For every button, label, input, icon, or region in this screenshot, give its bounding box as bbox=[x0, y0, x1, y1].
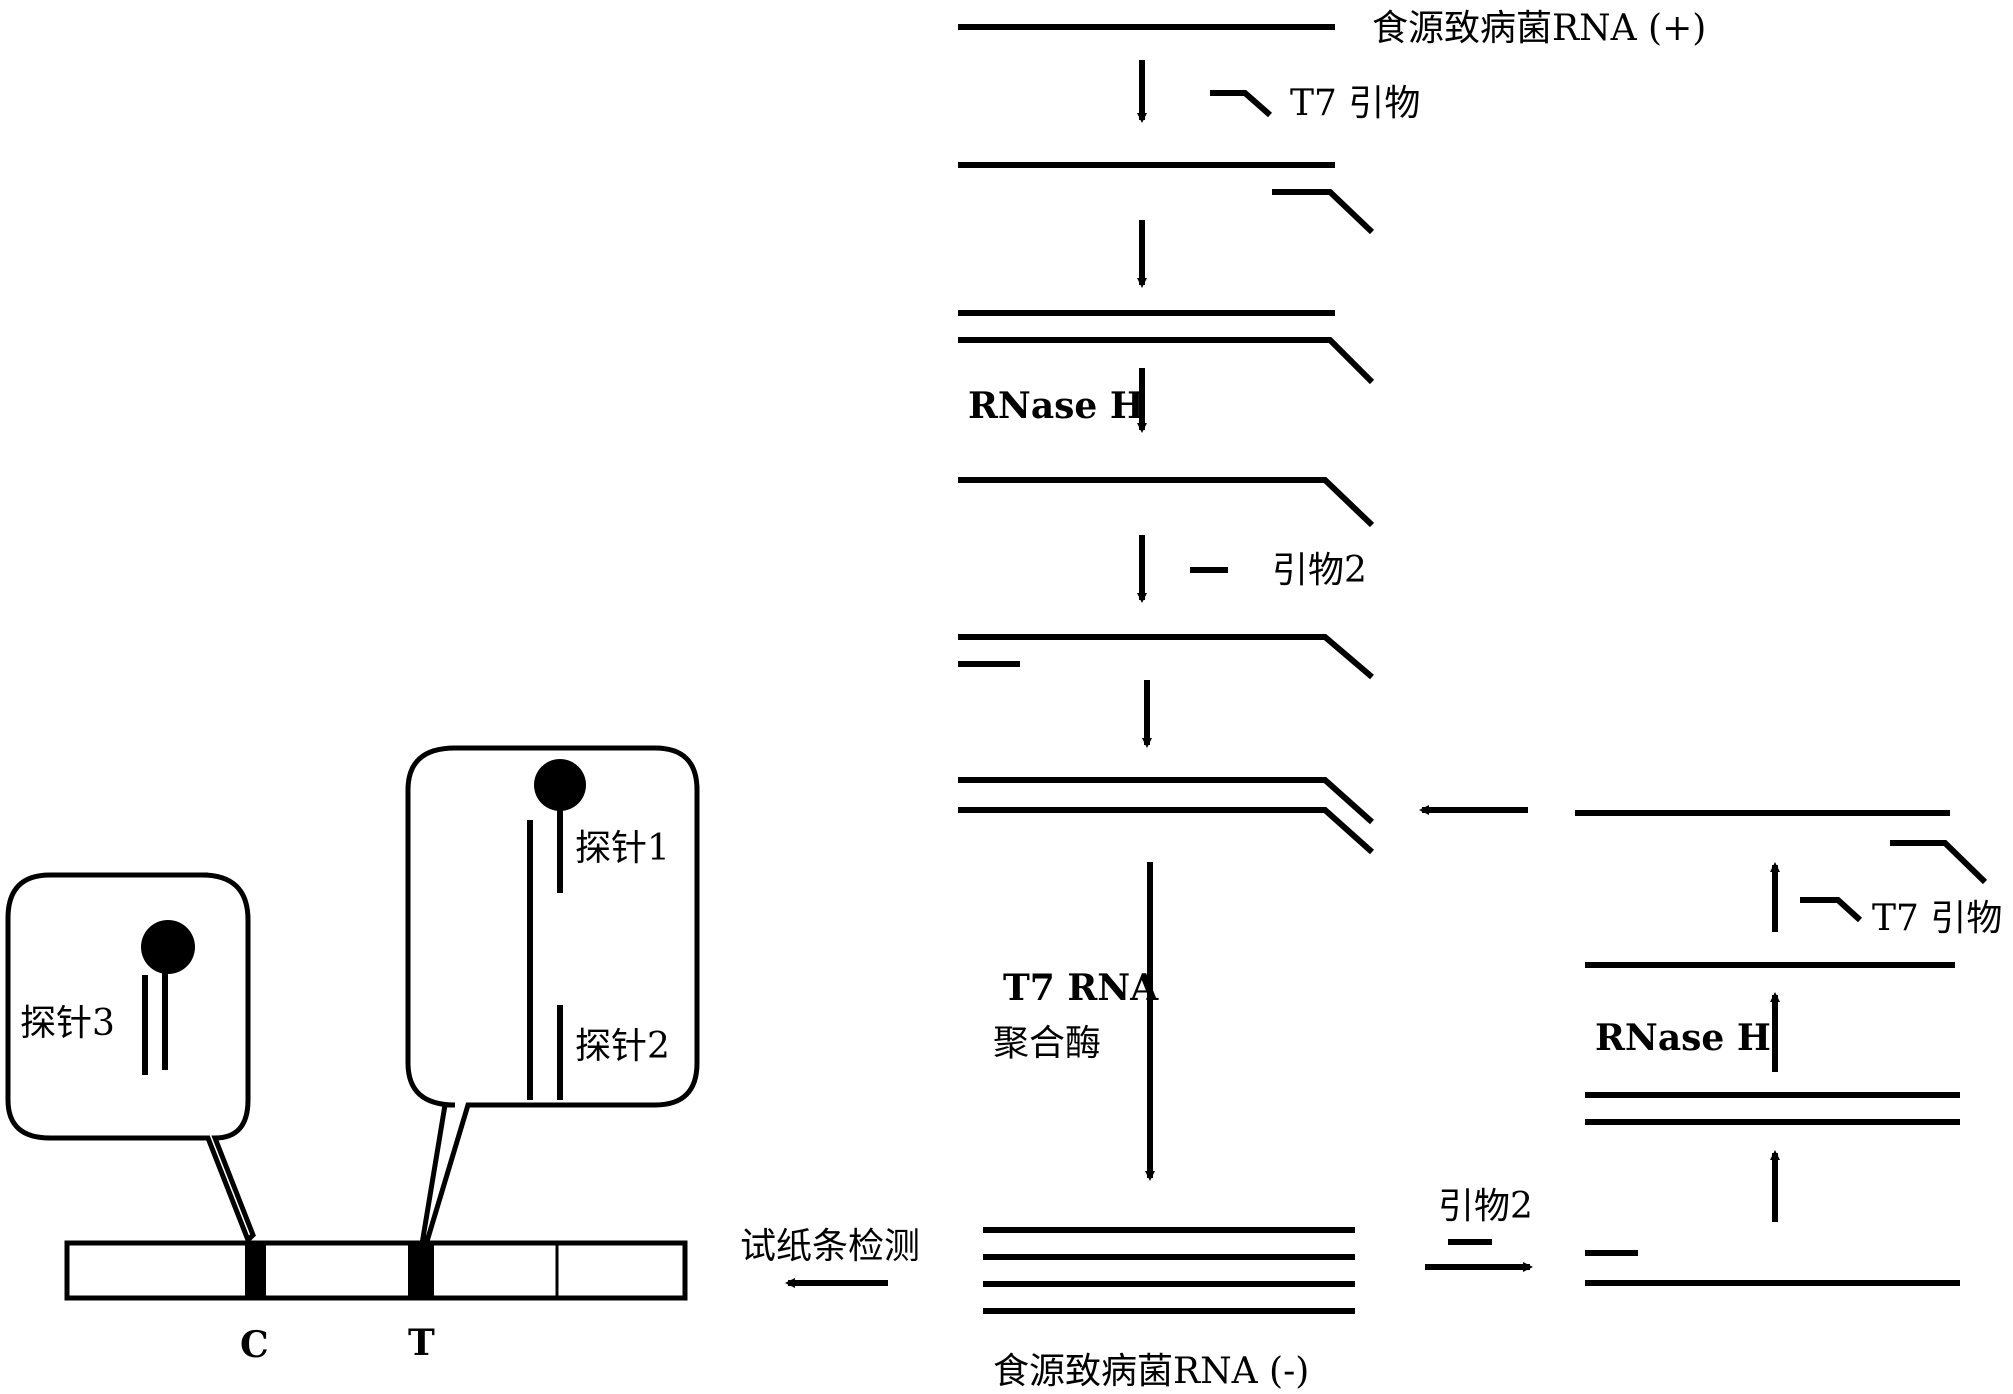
label-rnase-h-cycle: RNase H bbox=[1595, 1017, 1771, 1059]
probe1-gold-particle bbox=[534, 759, 586, 811]
cycle-t7-primer-mark bbox=[1800, 897, 1863, 923]
label-probe3: 探针3 bbox=[20, 1003, 115, 1044]
label-t7-rna-poly-2: 聚合酶 bbox=[993, 1023, 1101, 1064]
t7-primer-mark bbox=[1210, 90, 1272, 118]
test-line-t bbox=[408, 1243, 434, 1298]
label-t7-rna-poly-1: T7 RNA bbox=[1003, 967, 1159, 1009]
callout-t bbox=[405, 745, 700, 1241]
label-rna-plus: 食源致病菌RNA (+) bbox=[1372, 8, 1706, 49]
cycle-t7-primer-bound bbox=[1890, 840, 1988, 885]
t7-primer-bound-step2 bbox=[1272, 189, 1375, 235]
hybrid-dna-step3 bbox=[958, 337, 1375, 385]
dsdna-top-strand bbox=[958, 777, 1374, 825]
label-line-t: T bbox=[408, 1322, 435, 1364]
label-primer2: 引物2 bbox=[1272, 550, 1367, 591]
label-rna-minus: 食源致病菌RNA (-) bbox=[993, 1351, 1309, 1392]
label-rnase-h: RNase H bbox=[968, 385, 1144, 427]
label-primer2-cycle: 引物2 bbox=[1438, 1186, 1533, 1227]
probe3-gold-particle bbox=[141, 920, 195, 974]
test-strip bbox=[64, 1240, 688, 1301]
control-line-c bbox=[245, 1243, 266, 1298]
label-probe1: 探针1 bbox=[575, 828, 670, 869]
ssdna-step5 bbox=[958, 634, 1374, 680]
ssdna-step4 bbox=[958, 477, 1375, 528]
label-strip-detection: 试纸条检测 bbox=[740, 1226, 920, 1267]
label-t7-primer: T7 引物 bbox=[1290, 83, 1420, 124]
label-line-c: C bbox=[240, 1324, 269, 1366]
callout-c bbox=[5, 872, 256, 1245]
dsdna-bottom-strand bbox=[958, 807, 1374, 855]
label-probe2: 探针2 bbox=[575, 1026, 670, 1067]
label-t7-primer-cycle: T7 引物 bbox=[1872, 898, 2002, 939]
